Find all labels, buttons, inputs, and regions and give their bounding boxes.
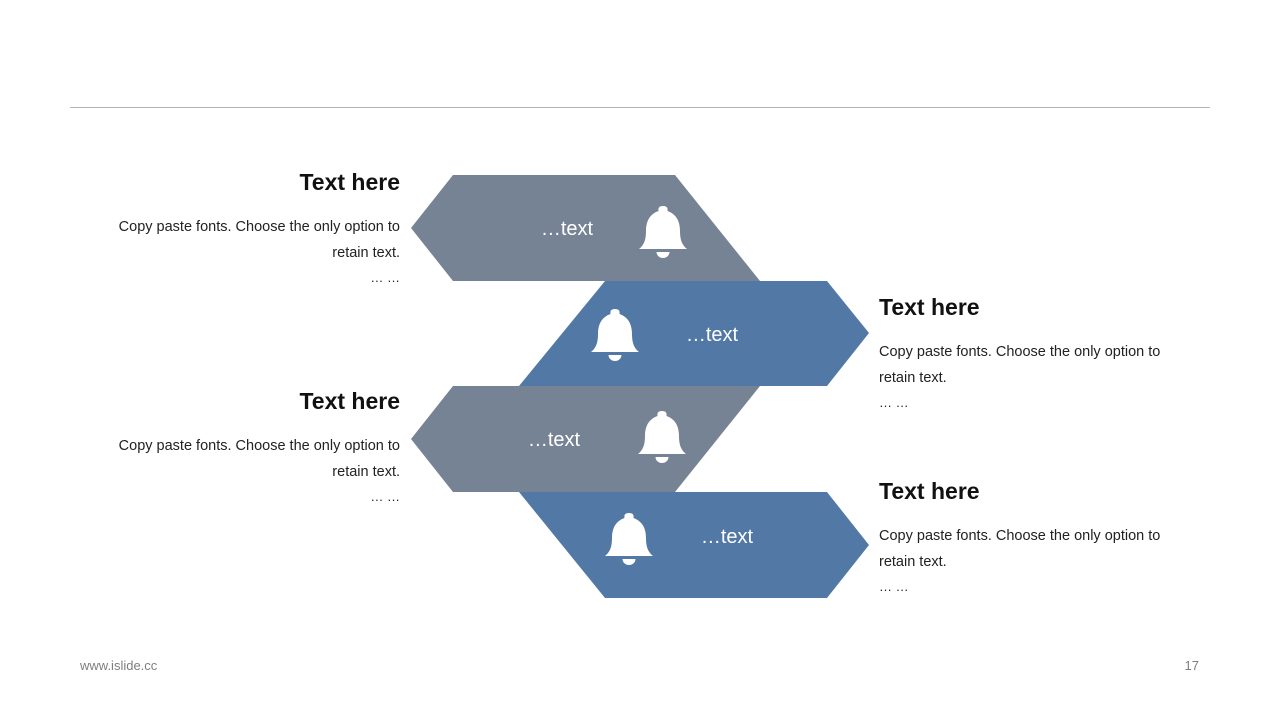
block-body-line: Copy paste fonts. Choose the only option… xyxy=(118,219,400,235)
arrow-shape-3: …text xyxy=(411,386,760,492)
block-ellipsis: … … xyxy=(879,579,909,594)
shape-label: …text xyxy=(686,324,739,346)
block-body: Copy paste fonts. Choose the only option… xyxy=(879,339,1169,391)
arrow-shape-gray xyxy=(411,386,760,492)
text-block-2: Text here Copy paste fonts. Choose the o… xyxy=(879,293,1169,415)
block-body-line: Copy paste fonts. Choose the only option… xyxy=(879,344,1161,360)
block-body: Copy paste fonts. Choose the only option… xyxy=(110,214,400,266)
block-ellipsis: … … xyxy=(370,489,400,504)
text-block-3: Text here Copy paste fonts. Choose the o… xyxy=(110,387,400,509)
shape-label: …text xyxy=(701,526,754,548)
footer-website: www.islide.cc xyxy=(80,658,158,673)
block-body-line: retain text. xyxy=(332,245,400,261)
block-body-line: retain text. xyxy=(879,554,947,570)
arrow-shape-gray xyxy=(411,175,760,281)
block-title: Text here xyxy=(879,294,980,320)
arrow-shape-4: …text xyxy=(519,492,869,598)
block-title: Text here xyxy=(299,388,400,414)
block-body: Copy paste fonts. Choose the only option… xyxy=(110,433,400,485)
arrow-shape-blue xyxy=(519,281,869,386)
block-body-line: Copy paste fonts. Choose the only option… xyxy=(118,438,400,454)
arrow-shape-1: …text xyxy=(411,175,760,281)
header-divider xyxy=(70,107,1210,108)
block-body-line: retain text. xyxy=(332,464,400,480)
page-number: 17 xyxy=(1184,658,1199,673)
arrow-shape-blue xyxy=(519,492,869,598)
block-ellipsis: … … xyxy=(370,270,400,285)
shape-label: …text xyxy=(541,218,594,240)
block-body: Copy paste fonts. Choose the only option… xyxy=(879,523,1169,575)
arrow-shape-2: …text xyxy=(519,281,869,386)
block-title: Text here xyxy=(299,169,400,195)
shape-label: …text xyxy=(528,429,581,451)
text-block-1: Text here Copy paste fonts. Choose the o… xyxy=(110,168,400,290)
block-title: Text here xyxy=(879,478,980,504)
block-ellipsis: … … xyxy=(879,395,909,410)
block-body-line: retain text. xyxy=(879,370,947,386)
block-body-line: Copy paste fonts. Choose the only option… xyxy=(879,528,1161,544)
text-block-4: Text here Copy paste fonts. Choose the o… xyxy=(879,477,1169,599)
